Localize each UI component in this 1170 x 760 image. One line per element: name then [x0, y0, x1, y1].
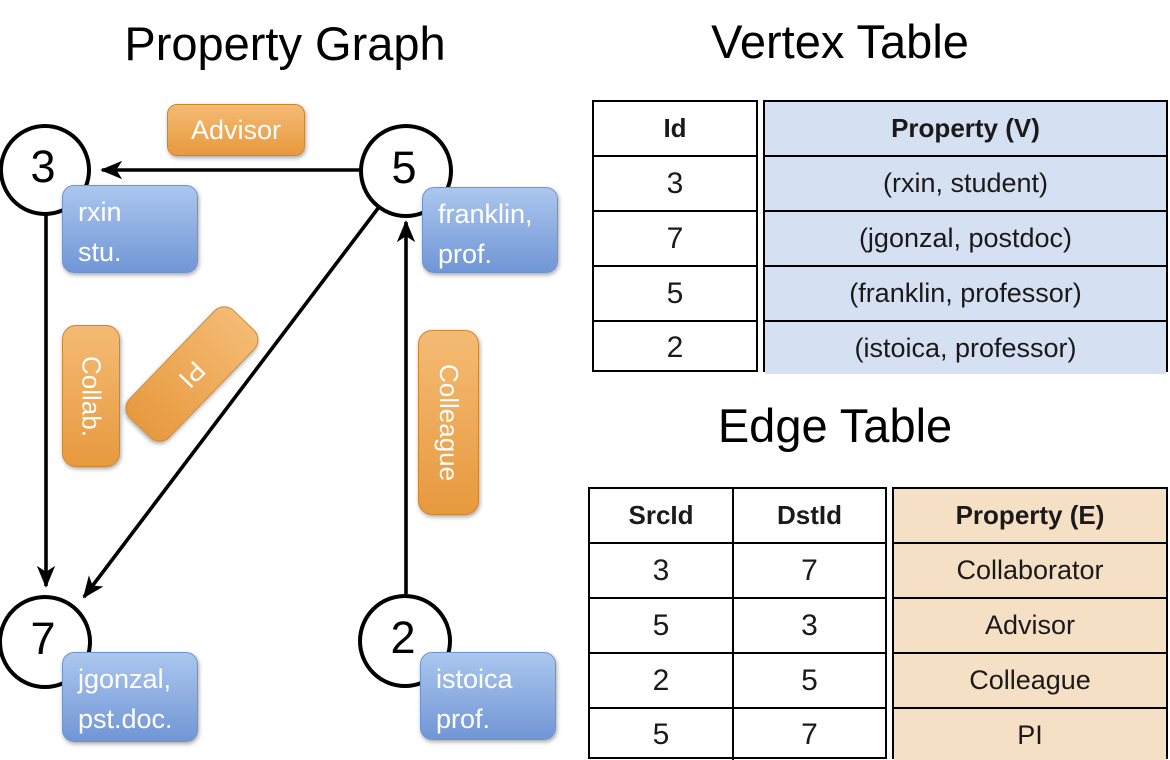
- node-id-7: 7: [30, 613, 56, 664]
- node-id-2: 2: [390, 612, 416, 663]
- vertex-table-title: Vertex Table: [711, 15, 969, 68]
- edge-dst-cell: 3: [732, 599, 885, 652]
- edge-label-collab: Collab.: [62, 325, 120, 467]
- edge-property-cell: Collaborator: [894, 544, 1166, 597]
- vertex-id-cell: 5: [666, 276, 684, 310]
- vertex-table-id-column: Id 3 7 5 2: [592, 100, 758, 372]
- vertex-property-cell: (jgonzal, postdoc): [765, 212, 1166, 265]
- edge-property-cell: Colleague: [894, 654, 1166, 707]
- node-prop-line: prof.: [438, 239, 493, 269]
- node-prop-istoica: istoica prof.: [420, 652, 556, 740]
- vertex-property-cell: (rxin, student): [765, 157, 1166, 210]
- edge-table-title: Edge Table: [717, 399, 953, 452]
- edge-table-header-srcid: SrcId: [628, 500, 694, 530]
- node-prop-franklin: franklin, prof.: [422, 187, 558, 273]
- node-prop-line: pst.doc.: [78, 704, 173, 734]
- node-prop-line: prof.: [436, 704, 491, 734]
- node-id-5: 5: [391, 142, 417, 193]
- edge-label-colleague: Colleague: [418, 330, 479, 515]
- node-prop-jgonzal: jgonzal, pst.doc.: [62, 652, 198, 742]
- graph-canvas: [0, 124, 453, 689]
- edge-table-property-column: Property (E) Collaborator Advisor Collea…: [892, 487, 1168, 760]
- edge-label-advisor: Advisor: [167, 104, 305, 156]
- property-graph-title: Property Graph: [124, 17, 446, 70]
- edge-table-header-property: Property (E): [894, 489, 1166, 542]
- node-prop-line: franklin,: [438, 199, 533, 229]
- vertex-property-cell: (istoica, professor): [765, 322, 1166, 374]
- edge-src-cell: 5: [652, 718, 670, 751]
- edge-dst-cell: 7: [732, 544, 885, 597]
- edge-property-cell: PI: [894, 709, 1166, 760]
- node-prop-line: rxin: [78, 197, 122, 227]
- vertex-id-cell: 7: [666, 221, 684, 255]
- vertex-table-property-column: Property (V) (rxin, student) (jgonzal, p…: [763, 100, 1168, 374]
- node-id-3: 3: [30, 141, 56, 192]
- node-prop-rxin: rxin stu.: [62, 185, 198, 273]
- edge-src-cell: 5: [652, 608, 670, 642]
- node-prop-line: istoica: [436, 664, 513, 694]
- edge-arrow-pi-5-7: [82, 205, 381, 599]
- edge-dst-cell: 7: [732, 709, 885, 760]
- edge-property-cell: Advisor: [894, 599, 1166, 652]
- edge-src-cell: 2: [652, 663, 670, 697]
- edge-src-cell: 3: [652, 553, 670, 587]
- vertex-id-cell: 3: [666, 166, 684, 200]
- vertex-property-cell: (franklin, professor): [765, 267, 1166, 320]
- edge-table-header-dstid: DstId: [732, 489, 885, 542]
- vertex-table-header-property: Property (V): [765, 102, 1166, 155]
- node-prop-line: stu.: [78, 237, 122, 267]
- edge-dst-cell: 5: [732, 654, 885, 707]
- vertex-id-cell: 2: [666, 331, 684, 364]
- node-prop-line: jgonzal,: [78, 664, 172, 694]
- edge-table-id-columns: SrcId DstId 3 7 5 3 2 5 5 7: [588, 487, 887, 760]
- vertex-table-header-id: Id: [663, 113, 687, 143]
